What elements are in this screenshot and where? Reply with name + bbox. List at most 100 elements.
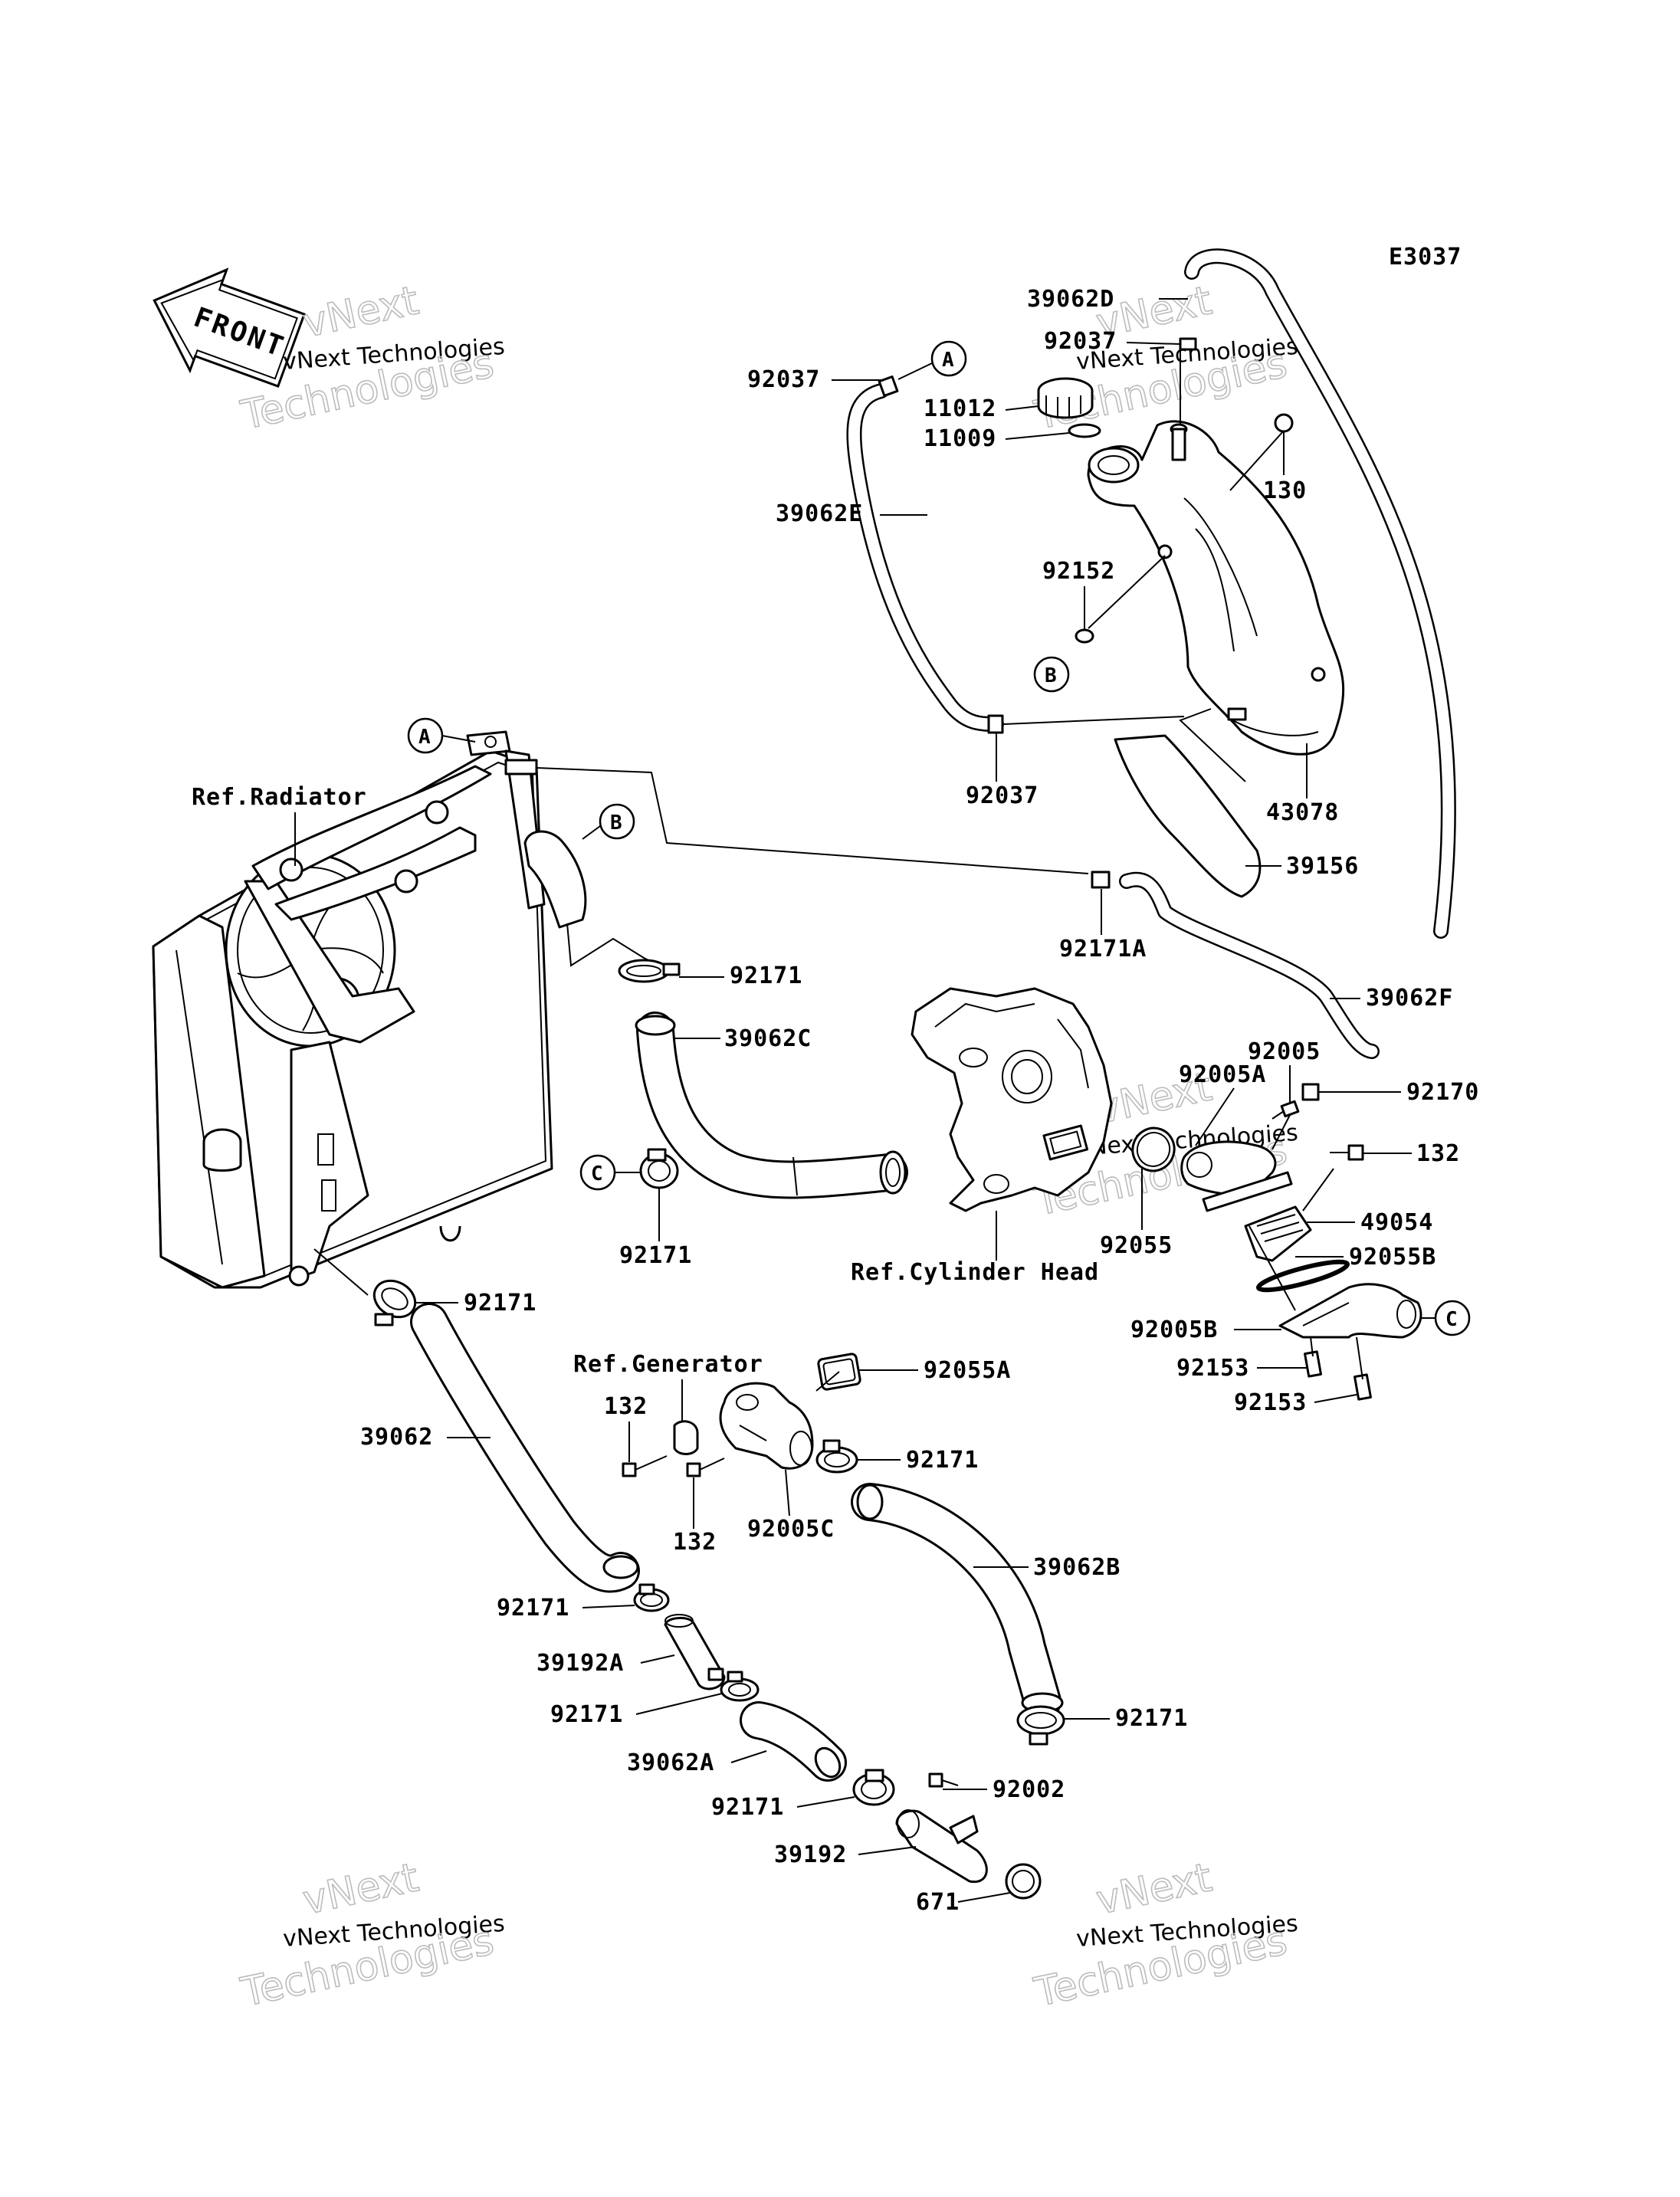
svg-text:92171: 92171 [906,1447,979,1474]
label-92153-1: 92153 [1176,1355,1307,1382]
svg-text:92171: 92171 [730,962,802,989]
hose-clamp-middle-1 [633,1583,670,1612]
svg-text:A: A [418,726,431,749]
label-92055: 92055 [1100,1169,1172,1259]
svg-text:C: C [1445,1308,1458,1331]
label-39062D: 39062D [1027,286,1188,313]
bolt-132-right [1330,1144,1364,1161]
clamp-92170 [1301,1083,1320,1101]
svg-text:39062D: 39062D [1027,286,1114,313]
label-671: 671 [916,1889,1011,1916]
callout-c-thermostat: C [1434,1300,1471,1336]
bolt-132-left [622,1455,668,1477]
svg-text:92037: 92037 [966,782,1039,809]
radiator-inlet-elbow [523,830,587,929]
svg-text:39192: 39192 [774,1841,847,1868]
svg-text:11009: 11009 [924,425,996,452]
svg-text:130: 130 [1263,477,1307,504]
hose-clamp-radiator-outlet [372,1279,417,1326]
svg-text:39062E: 39062E [776,500,863,527]
hose-clamp-lower [852,1769,895,1806]
watermark-big-text: vNext [299,277,422,346]
label-39156: 39156 [1245,853,1359,880]
svg-text:92005: 92005 [1248,1038,1321,1065]
label-11009: 11009 [924,425,1070,452]
svg-text:92171: 92171 [464,1290,536,1317]
guide-line [1179,708,1246,782]
svg-text:43078: 43078 [1266,799,1339,826]
label-49054: 49054 [1307,1209,1433,1236]
guide-line [536,767,1089,874]
ref-cylinder-head-label: Ref.Cylinder Head [851,1259,1099,1286]
watermark-bottom-left: vNext Technologies vNext Technologies [236,1854,505,2017]
svg-text:B: B [1045,664,1057,687]
radiator-assembly [152,730,553,1289]
thermostat-cover [1180,1140,1293,1212]
bolt-92153-a [1304,1350,1322,1378]
label-92153-2: 92153 [1234,1389,1357,1416]
svg-text:92153: 92153 [1176,1355,1249,1382]
pipe-fitting-92005c [719,1371,840,1470]
label-92002: 92002 [943,1776,1065,1803]
label-39062F: 39062F [1330,985,1453,1012]
reservoir-cap [1037,377,1094,419]
callout-c-hose: C [579,1154,616,1191]
label-92037-left: 92037 [747,366,881,393]
label-132-right: 132 [1363,1140,1459,1167]
svg-text:92171A: 92171A [1059,936,1147,962]
hose-clamp-upper [618,959,681,983]
svg-text:92171: 92171 [550,1701,623,1728]
svg-text:92037: 92037 [1044,328,1117,355]
bolt-92005a [1271,1100,1300,1120]
svg-text:92055B: 92055B [1349,1244,1436,1271]
hose-clip-bottom [987,714,1004,734]
o-ring-92055 [1131,1126,1176,1172]
callout-a-top: A [930,340,967,377]
watermark-big-text: vNext [1092,1854,1216,1923]
hose-clamp-generator [815,1439,858,1474]
callout-b-tank: B [1033,656,1070,693]
label-92037-bottom: 92037 [966,732,1039,809]
label-92171-upper: 92171 [679,962,802,989]
label-39192: 39192 [774,1841,917,1868]
svg-text:92005A: 92005A [1179,1061,1266,1088]
bolt-132-bottom [686,1458,725,1477]
svg-text:39062F: 39062F [1366,985,1453,1012]
svg-text:92171: 92171 [1115,1705,1188,1732]
thermostat-housing-lower [1278,1283,1422,1339]
generator-fitting [673,1420,699,1455]
bolt-92153-b [1354,1373,1372,1401]
front-arrow-icon: FRONT [153,267,306,388]
label-92171-middle-2: 92171 [550,1693,723,1728]
svg-text:92171: 92171 [711,1794,784,1821]
label-92037-top: 92037 [1044,328,1181,355]
svg-text:39062C: 39062C [724,1025,812,1052]
thermostat-49054 [1244,1205,1312,1262]
label-92005C: 92005C [747,1469,834,1543]
label-39062B: 39062B [973,1554,1120,1581]
hose-clip-top [1179,337,1197,351]
label-39062C: 39062C [674,1025,812,1052]
label-39192A: 39192A [536,1650,675,1677]
callout-a-radiator: A [407,717,444,754]
label-92171-generator: 92171 [857,1447,979,1474]
hose-clip-left [878,375,899,397]
label-39062E: 39062E [776,500,927,527]
label-132-left: 132 [604,1393,647,1462]
svg-text:39156: 39156 [1286,853,1359,880]
label-92055A: 92055A [858,1357,1010,1384]
svg-text:39192A: 39192A [536,1650,624,1677]
svg-text:92005B: 92005B [1130,1317,1218,1343]
label-39062: 39062 [360,1424,491,1451]
svg-text:132: 132 [673,1529,717,1556]
guide-line [1088,555,1166,629]
svg-text:B: B [610,812,622,835]
label-130: 130 [1263,431,1307,504]
pipe-39192 [895,1809,988,1884]
label-39062A: 39062A [627,1749,767,1776]
svg-text:92002: 92002 [993,1776,1065,1803]
svg-text:49054: 49054 [1360,1209,1433,1236]
svg-text:671: 671 [916,1889,960,1916]
svg-text:92170: 92170 [1406,1079,1479,1106]
